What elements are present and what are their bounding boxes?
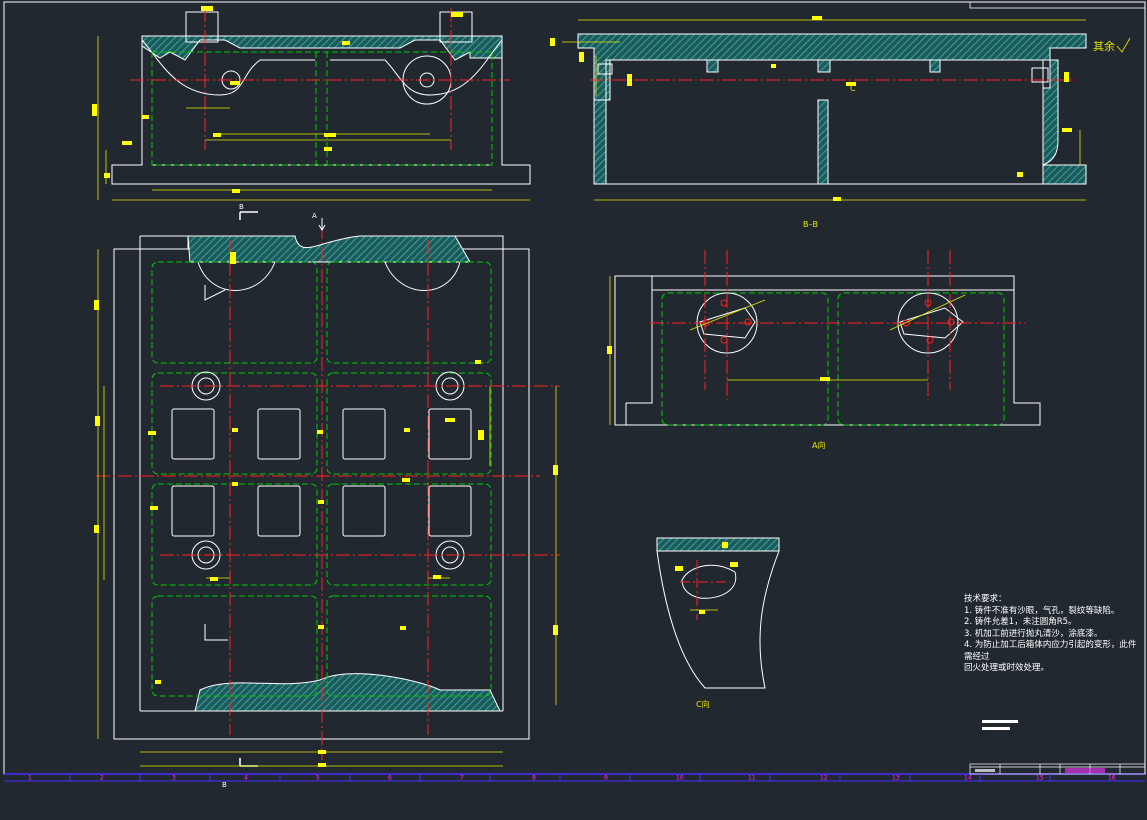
note-item-1: 1. 铸件不准有沙眼，气孔，裂纹等缺陷。 bbox=[964, 605, 1120, 616]
technical-requirements: 技术要求： 1. 铸件不准有沙眼，气孔，裂纹等缺陷。 2. 铸件允差1，未注圆角… bbox=[964, 594, 1144, 675]
note-item-4: 4. 为防止加工后箱体内应力引起的变形，此件需经过 bbox=[964, 640, 1137, 662]
roughness-label: 其余 bbox=[1093, 39, 1115, 53]
front-view bbox=[97, 8, 531, 201]
scale-bar bbox=[982, 720, 1018, 730]
a-direction-view: A向 bbox=[609, 250, 1041, 450]
notes-title: 技术要求： bbox=[964, 594, 1007, 604]
c-direction-view: C向 bbox=[656, 537, 780, 709]
border-number: 7 bbox=[460, 775, 464, 782]
cut-b-top: B bbox=[239, 203, 244, 211]
border-number: 4 bbox=[244, 775, 248, 782]
c-marker-label: C bbox=[850, 84, 856, 93]
border-number: 9 bbox=[604, 775, 608, 782]
border-number: 3 bbox=[172, 775, 176, 782]
note-item-2: 2. 铸件允差1，未注圆角R5。 bbox=[964, 617, 1077, 627]
border-number: 12 bbox=[820, 775, 828, 782]
note-item-5: 回火处理或时效处理。 bbox=[964, 663, 1050, 673]
border-ticks bbox=[69, 774, 1051, 781]
section-bb-label: B–B bbox=[803, 220, 818, 229]
plan-view: B B A bbox=[96, 203, 560, 789]
border-number: 16 bbox=[1108, 775, 1116, 782]
border-number: 14 bbox=[964, 775, 972, 782]
cut-b-bottom: B bbox=[222, 781, 227, 789]
border-number: 2 bbox=[100, 775, 104, 782]
cut-a-label: A bbox=[312, 212, 317, 220]
drawing-frame bbox=[3, 1, 1146, 782]
title-block bbox=[969, 763, 1146, 775]
border-number: 6 bbox=[388, 775, 392, 782]
border-number: 8 bbox=[532, 775, 536, 782]
section-bb-view: 其余 B–B C bbox=[562, 19, 1131, 229]
border-number: 10 bbox=[676, 775, 684, 782]
view-a-label: A向 bbox=[812, 440, 825, 450]
border-number: 5 bbox=[316, 775, 320, 782]
dimension-markers bbox=[92, 6, 1072, 767]
border-number: 15 bbox=[1036, 775, 1044, 782]
note-item-3: 3. 机加工前进行抛丸清沙，涂底漆。 bbox=[964, 628, 1103, 639]
border-number: 11 bbox=[748, 775, 756, 782]
view-c-label: C向 bbox=[696, 699, 710, 709]
border-number: 1 bbox=[28, 775, 32, 782]
border-number: 13 bbox=[892, 775, 900, 782]
